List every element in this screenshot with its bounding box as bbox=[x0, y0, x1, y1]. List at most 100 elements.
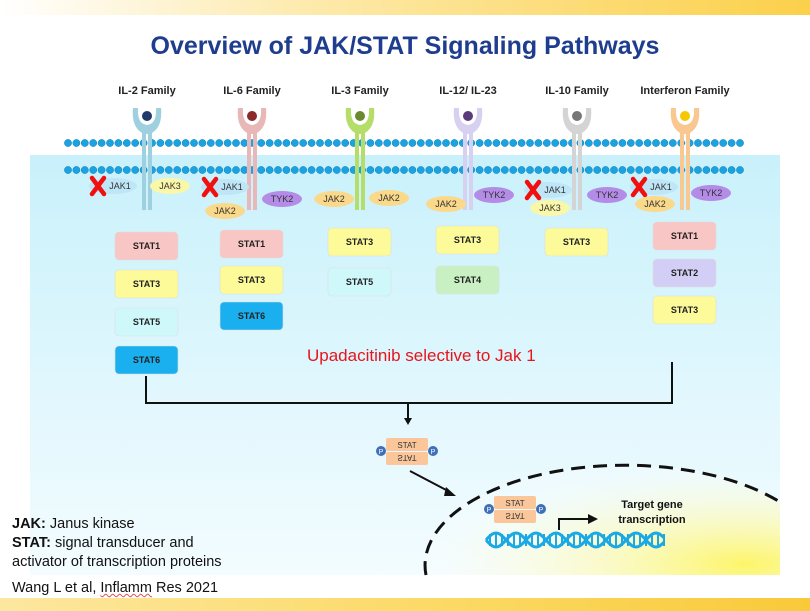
svg-text:STAT3: STAT3 bbox=[346, 237, 373, 247]
receptor-icon bbox=[453, 108, 483, 210]
svg-text:JAK1: JAK1 bbox=[221, 182, 243, 192]
jak-tyk2: TYK2 bbox=[474, 187, 514, 203]
citation-year: Res 2021 bbox=[156, 580, 219, 596]
jak-term: JAK: bbox=[12, 516, 46, 532]
jak-jak2: JAK2 bbox=[426, 196, 466, 212]
svg-text:JAK3: JAK3 bbox=[539, 203, 561, 213]
stat-box-stat6: STAT6 bbox=[114, 345, 179, 375]
abbreviation-legend: JAK: Janus kinase STAT: signal transduce… bbox=[12, 515, 252, 572]
citation-journal: Inflamm bbox=[100, 580, 152, 596]
blocked-x-icon bbox=[524, 179, 542, 201]
jak-jak2: JAK2 bbox=[205, 203, 245, 219]
jak-tyk2: TYK2 bbox=[262, 191, 302, 207]
receptor-icon bbox=[562, 108, 592, 210]
family-label: IL-12/ IL-23 bbox=[439, 85, 496, 97]
stat-box-stat3: STAT3 bbox=[327, 227, 392, 257]
ligand-icon bbox=[680, 111, 690, 121]
blocked-x-icon bbox=[201, 176, 219, 198]
stat-box-stat5: STAT5 bbox=[327, 267, 392, 297]
arrow-head-icon bbox=[404, 418, 412, 425]
jak-jak2: JAK2 bbox=[369, 190, 409, 206]
family-label: IL-3 Family bbox=[331, 85, 389, 97]
ligand-icon bbox=[463, 111, 473, 121]
svg-text:JAK2: JAK2 bbox=[214, 206, 236, 216]
receptor-icon bbox=[132, 108, 162, 210]
ligand-icon bbox=[247, 111, 257, 121]
stat-box-stat6: STAT6 bbox=[219, 301, 284, 331]
family-label: Interferon Family bbox=[640, 85, 730, 97]
stat-term: STAT: bbox=[12, 535, 51, 551]
bottom-decor-bar bbox=[0, 598, 810, 611]
stat-box-stat3: STAT3 bbox=[435, 225, 500, 255]
upadacitinib-annotation: Upadacitinib selective to Jak 1 bbox=[307, 346, 536, 365]
ligand-icon bbox=[572, 111, 582, 121]
svg-text:STAT: STAT bbox=[505, 499, 524, 508]
jak-jak2: JAK2 bbox=[314, 191, 354, 207]
arrow-head-icon bbox=[588, 514, 598, 524]
receptor-icon bbox=[670, 108, 700, 210]
svg-text:STAT4: STAT4 bbox=[454, 275, 481, 285]
svg-text:STAT1: STAT1 bbox=[238, 239, 265, 249]
jak-definition: Janus kinase bbox=[49, 516, 135, 532]
stat-box-stat3: STAT3 bbox=[544, 227, 609, 257]
receptor-icon bbox=[345, 108, 375, 210]
svg-text:TYK2: TYK2 bbox=[596, 190, 619, 200]
svg-text:P: P bbox=[431, 449, 436, 456]
transcription-arrow-icon bbox=[558, 518, 590, 530]
svg-text:STAT1: STAT1 bbox=[133, 241, 160, 251]
arrow-to-nucleus bbox=[409, 470, 451, 493]
svg-text:JAK1: JAK1 bbox=[544, 185, 566, 195]
jak-jak3: JAK3 bbox=[530, 200, 570, 216]
svg-text:JAK1: JAK1 bbox=[650, 182, 672, 192]
ligand-icon bbox=[355, 111, 365, 121]
stat-box-stat5: STAT5 bbox=[114, 307, 179, 337]
jak-jak1: JAK1 bbox=[201, 176, 249, 198]
svg-text:STAT5: STAT5 bbox=[133, 317, 160, 327]
stat-definition: signal transducer and activator of trans… bbox=[12, 535, 222, 570]
jak-tyk2: TYK2 bbox=[587, 187, 627, 203]
stat-box-stat2: STAT2 bbox=[652, 258, 717, 288]
phosphate-icon: P bbox=[536, 504, 546, 514]
jak-tyk2: TYK2 bbox=[691, 185, 731, 201]
svg-text:JAK1: JAK1 bbox=[109, 181, 131, 191]
citation: Wang L et al, Inflamm Res 2021 bbox=[12, 580, 218, 596]
stat-box-stat1: STAT1 bbox=[652, 221, 717, 251]
dna-helix-icon bbox=[484, 531, 666, 549]
blocked-x-icon bbox=[89, 175, 107, 197]
stat-box-stat1: STAT1 bbox=[114, 231, 179, 261]
citation-authors: Wang L et al, bbox=[12, 580, 97, 596]
svg-text:STAT5: STAT5 bbox=[346, 277, 373, 287]
svg-text:STAT3: STAT3 bbox=[238, 275, 265, 285]
stat-box-stat3: STAT3 bbox=[219, 265, 284, 295]
jak-jak1: JAK1 bbox=[524, 179, 572, 201]
receptor-icon bbox=[237, 108, 267, 210]
svg-text:JAK3: JAK3 bbox=[159, 181, 181, 191]
svg-text:STAT: STAT bbox=[397, 453, 416, 462]
svg-text:STAT3: STAT3 bbox=[563, 237, 590, 247]
svg-text:TYK2: TYK2 bbox=[483, 190, 506, 200]
phosphate-icon: P bbox=[376, 446, 386, 456]
stat-box-stat3: STAT3 bbox=[652, 295, 717, 325]
svg-text:STAT3: STAT3 bbox=[133, 279, 160, 289]
svg-text:JAK2: JAK2 bbox=[378, 193, 400, 203]
svg-text:JAK2: JAK2 bbox=[644, 199, 666, 209]
stat-box-stat3: STAT3 bbox=[114, 269, 179, 299]
svg-text:TYK2: TYK2 bbox=[271, 194, 294, 204]
jak-jak3: JAK3 bbox=[150, 178, 190, 194]
svg-text:STAT6: STAT6 bbox=[133, 355, 160, 365]
svg-text:JAK2: JAK2 bbox=[435, 199, 457, 209]
arrow-head-icon bbox=[444, 487, 456, 496]
svg-text:TYK2: TYK2 bbox=[700, 188, 723, 198]
jak-jak1: JAK1 bbox=[89, 175, 137, 197]
slide-title: Overview of JAK/STAT Signaling Pathways bbox=[150, 32, 660, 60]
ligand-icon bbox=[142, 111, 152, 121]
